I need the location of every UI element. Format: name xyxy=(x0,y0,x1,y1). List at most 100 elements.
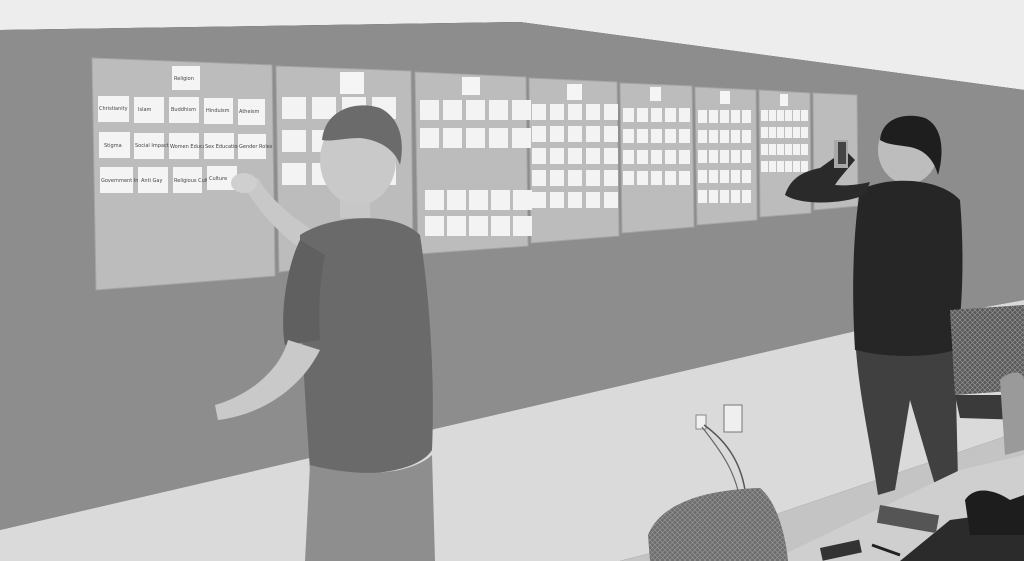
sticky-note xyxy=(532,192,546,208)
sticky-note-header xyxy=(567,84,582,100)
sticky-note xyxy=(466,128,485,148)
sticky-note xyxy=(637,129,648,143)
sticky-note xyxy=(586,104,600,120)
sticky-note: Religious Culture xyxy=(173,167,216,193)
sticky-note xyxy=(769,161,776,172)
t-shirt xyxy=(300,218,433,474)
sticky-note xyxy=(720,170,729,183)
sticky-note xyxy=(731,150,740,163)
sticky-note xyxy=(532,104,546,120)
sticky-note xyxy=(447,216,466,236)
sticky-note xyxy=(720,190,729,203)
sticky-note: Islam xyxy=(134,97,164,123)
sticky-note xyxy=(801,144,808,155)
sticky-note xyxy=(604,126,618,142)
sticky-note xyxy=(512,100,531,120)
sticky-note-text: Religion xyxy=(174,76,194,82)
sticky-note xyxy=(742,190,751,203)
sticky-note xyxy=(568,192,582,208)
sticky-note xyxy=(425,190,444,210)
hair xyxy=(880,115,942,175)
sticky-note xyxy=(637,171,648,185)
sticky-note xyxy=(604,148,618,164)
lower-wall xyxy=(0,300,1024,561)
sticky-note xyxy=(637,108,648,122)
sticky-note: Gender Roles xyxy=(238,134,273,159)
sticky-note xyxy=(665,108,676,122)
sticky-note-text: Buddhism xyxy=(171,107,196,113)
sticky-note-header xyxy=(780,94,788,106)
sticky-note xyxy=(604,104,618,120)
sticky-note xyxy=(604,170,618,186)
sticky-note-text: Sex Education xyxy=(205,144,241,150)
sticky-note xyxy=(785,127,792,138)
sticky-note-text: Islam xyxy=(138,107,152,113)
raised-arm xyxy=(785,150,870,203)
sticky-note-header xyxy=(340,72,364,94)
sticky-note xyxy=(550,126,564,142)
chair-front xyxy=(648,488,788,561)
sticky-note xyxy=(698,170,707,183)
sticky-note xyxy=(568,104,582,120)
sticky-note-text: Gender Roles xyxy=(239,144,273,150)
sticky-note xyxy=(586,192,600,208)
phone xyxy=(820,539,862,561)
sticky-note xyxy=(709,170,718,183)
sticky-note xyxy=(785,144,792,155)
sticky-note xyxy=(761,127,768,138)
sticky-note xyxy=(568,148,582,164)
sticky-note xyxy=(282,97,306,119)
sticky-note xyxy=(623,108,634,122)
sticky-note xyxy=(513,190,532,210)
sticky-note xyxy=(793,161,800,172)
sticky-note-text: Christianity xyxy=(99,106,128,112)
sticky-note xyxy=(709,110,718,123)
sticky-note xyxy=(568,170,582,186)
sticky-note: Buddhism xyxy=(169,97,199,123)
sticky-note: Christianity xyxy=(98,96,129,122)
sticky-note xyxy=(420,128,439,148)
sticky-note xyxy=(742,110,751,123)
sticky-note xyxy=(731,190,740,203)
sticky-note xyxy=(447,190,466,210)
sticky-note xyxy=(532,148,546,164)
sticky-note: Anti Gay xyxy=(138,167,168,193)
sticky-note xyxy=(651,150,662,164)
sticky-note xyxy=(586,148,600,164)
sticky-note-text: Social Impact xyxy=(135,143,169,149)
pen xyxy=(871,543,901,557)
sticky-note-text: Atheism xyxy=(239,109,260,115)
sticky-note-text: Stigma xyxy=(104,143,122,149)
sticky-note xyxy=(489,100,508,120)
sticky-note xyxy=(761,144,768,155)
sticky-note xyxy=(469,190,488,210)
sticky-note xyxy=(731,110,740,123)
sticky-note xyxy=(491,216,510,236)
sticky-note xyxy=(785,161,792,172)
notebook xyxy=(876,504,940,534)
sticky-note xyxy=(651,129,662,143)
sticky-note xyxy=(698,190,707,203)
sticky-note xyxy=(586,170,600,186)
hand xyxy=(231,173,257,193)
sticky-note-header xyxy=(462,77,480,95)
person-right xyxy=(785,115,963,495)
sticky-note xyxy=(720,110,729,123)
sticky-note xyxy=(761,161,768,172)
sticky-note xyxy=(623,129,634,143)
sticky-note-text: Women Education xyxy=(170,144,215,150)
sticky-note xyxy=(489,128,508,148)
sticky-note xyxy=(731,170,740,183)
sticky-note xyxy=(513,216,532,236)
sticky-note xyxy=(801,161,808,172)
sticky-note xyxy=(801,127,808,138)
sticky-note xyxy=(443,100,462,120)
sticky-note xyxy=(801,110,808,121)
sticky-note xyxy=(769,127,776,138)
sticky-note xyxy=(698,130,707,143)
sticky-note xyxy=(720,150,729,163)
chair-mesh xyxy=(648,488,788,561)
sticky-note xyxy=(550,170,564,186)
sticky-note xyxy=(568,126,582,142)
